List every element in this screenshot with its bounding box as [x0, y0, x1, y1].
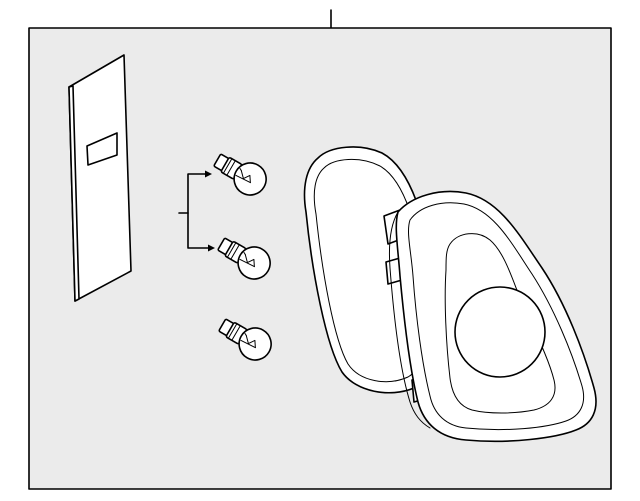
bulb-bracket-leader: [178, 170, 215, 252]
bulb-upper-icon: [213, 153, 267, 196]
bulb-middle-icon: [217, 237, 271, 280]
bulb-lower-icon: [218, 318, 272, 361]
gasket-panel-icon: [68, 54, 132, 302]
tail-lamp-assembly-icon: [389, 190, 597, 443]
